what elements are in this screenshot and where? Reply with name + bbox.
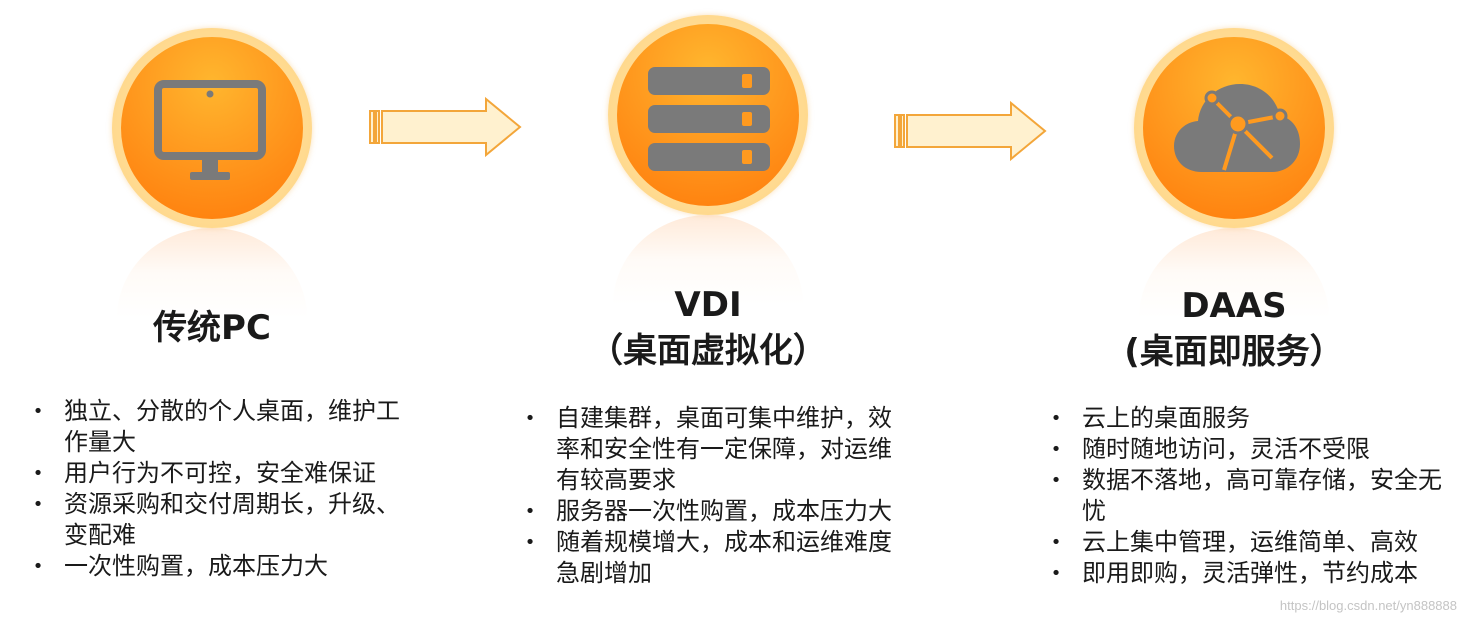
list-item-text: 云上集中管理，运维简单、高效	[1082, 528, 1418, 556]
bullet-icon: •	[524, 532, 536, 553]
list-item: • 自建集群，桌面可集中维护，效率和安全性有一定保障，对运维有较高要求	[520, 403, 900, 496]
list-item: • 数据不落地，高可靠存储，安全无忧	[1046, 465, 1451, 527]
list-item-text: 随着规模增大，成本和运维难度急剧增加	[556, 528, 892, 587]
stage-3-circle	[1134, 28, 1334, 228]
bullet-icon: •	[32, 401, 44, 422]
bullet-icon: •	[524, 408, 536, 429]
cloud-network-icon	[1174, 84, 1300, 172]
list-item: • 云上集中管理，运维简单、高效	[1046, 527, 1451, 558]
stage-3-title: DAAS (桌面即服务）	[1094, 283, 1374, 375]
list-item-text: 用户行为不可控，安全难保证	[64, 459, 376, 487]
stage-3-bullet-list: • 云上的桌面服务 • 随时随地访问，灵活不受限 • 数据不落地，高可靠存储，安全无忧…	[1046, 403, 1451, 589]
stage-2-title: VDI （桌面虚拟化）	[568, 282, 848, 374]
arrow-right-icon	[894, 100, 1047, 162]
title-line: (桌面即服务）	[1124, 332, 1344, 372]
stage-1-circle	[112, 28, 312, 228]
bullet-icon: •	[1050, 470, 1062, 491]
bullet-icon: •	[1050, 532, 1062, 553]
list-item: • 云上的桌面服务	[1046, 403, 1451, 434]
list-item-text: 服务器一次性购置，成本压力大	[556, 497, 892, 525]
bullet-icon: •	[32, 556, 44, 577]
arrow-right-icon	[369, 96, 522, 158]
list-item: • 用户行为不可控，安全难保证	[28, 458, 418, 489]
bullet-icon: •	[32, 463, 44, 484]
title-line: 传统PC	[153, 308, 271, 348]
stage-1-bullet-list: • 独立、分散的个人桌面，维护工作量大 • 用户行为不可控，安全难保证 • 资源采购和…	[28, 396, 418, 582]
circle-fill	[121, 37, 303, 219]
stage-2-bullet-list: • 自建集群，桌面可集中维护，效率和安全性有一定保障，对运维有较高要求 • 服务器一…	[520, 403, 900, 589]
bullet-icon: •	[524, 501, 536, 522]
list-item: • 随时随地访问，灵活不受限	[1046, 434, 1451, 465]
bullet-icon: •	[1050, 439, 1062, 460]
stage-2-circle	[608, 15, 808, 215]
list-item-text: 一次性购置，成本压力大	[64, 552, 328, 580]
list-item-text: 资源采购和交付周期长，升级、变配难	[64, 490, 400, 549]
title-line: VDI	[674, 285, 742, 325]
list-item-text: 云上的桌面服务	[1082, 404, 1250, 432]
list-item: • 随着规模增大，成本和运维难度急剧增加	[520, 527, 900, 589]
title-line: （桌面虚拟化）	[589, 331, 827, 371]
monitor-icon	[154, 80, 266, 180]
list-item-text: 独立、分散的个人桌面，维护工作量大	[64, 397, 400, 456]
list-item: • 即用即购，灵活弹性，节约成本	[1046, 558, 1451, 589]
list-item: • 服务器一次性购置，成本压力大	[520, 496, 900, 527]
stage-1-title: 传统PC	[112, 305, 312, 351]
watermark: https://blog.csdn.net/yn888888	[1279, 598, 1457, 613]
bullet-icon: •	[1050, 563, 1062, 584]
bullet-icon: •	[1050, 408, 1062, 429]
bullet-icon: •	[32, 494, 44, 515]
list-item-text: 自建集群，桌面可集中维护，效率和安全性有一定保障，对运维有较高要求	[556, 404, 892, 494]
title-line: DAAS	[1181, 286, 1287, 326]
list-item-text: 即用即购，灵活弹性，节约成本	[1082, 559, 1418, 587]
list-item: • 资源采购和交付周期长，升级、变配难	[28, 489, 418, 551]
list-item-text: 随时随地访问，灵活不受限	[1082, 435, 1370, 463]
list-item-text: 数据不落地，高可靠存储，安全无忧	[1082, 466, 1442, 525]
list-item: • 独立、分散的个人桌面，维护工作量大	[28, 396, 418, 458]
list-item: • 一次性购置，成本压力大	[28, 551, 418, 582]
server-icon	[648, 67, 770, 171]
